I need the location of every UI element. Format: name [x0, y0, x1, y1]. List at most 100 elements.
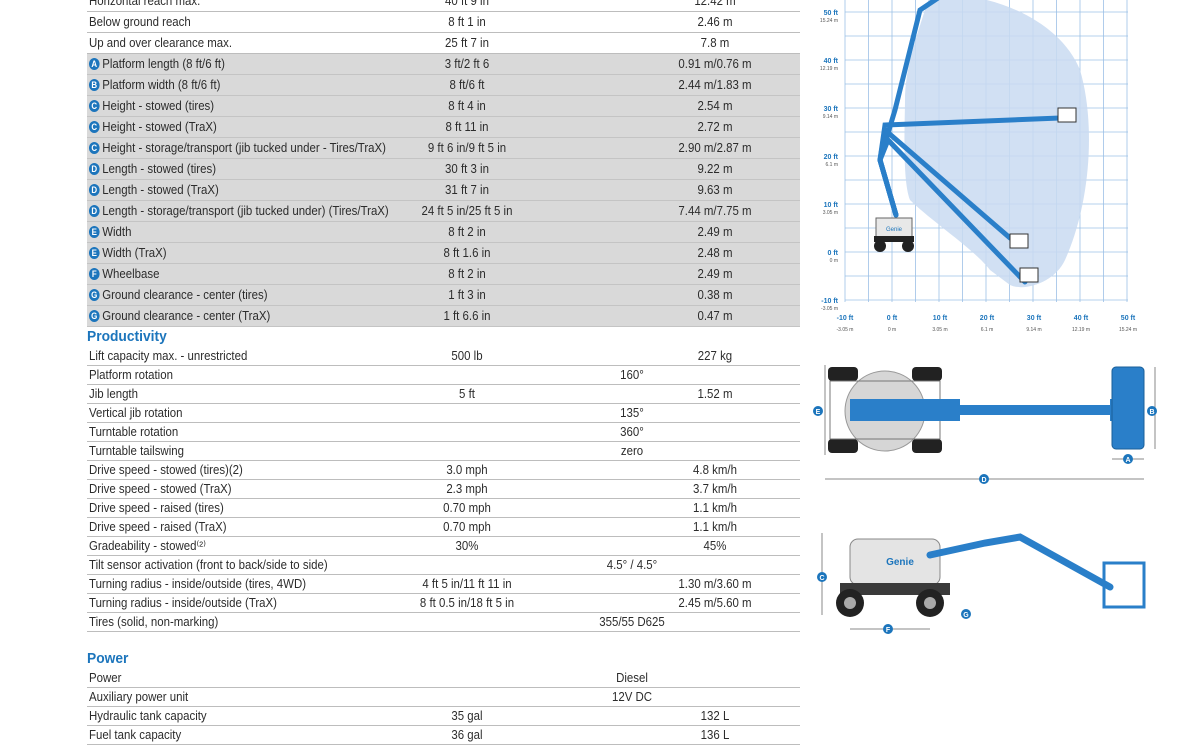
spec-label-text: Gradeability - stowed⁽²⁾ — [89, 538, 206, 553]
spec-label-text: Jib length — [89, 386, 138, 401]
spec-value-imperial: 35 gal — [451, 708, 483, 723]
x-tick-label-m: 15.24 m — [1119, 327, 1137, 333]
spec-label-text: Power — [89, 670, 122, 685]
genie-logo-side: Genie — [886, 557, 914, 568]
spec-row: Hydraulic tank capacity 35 gal 132 L — [87, 707, 800, 726]
spec-value-imperial: 4 ft 5 in/11 ft 11 in — [422, 576, 512, 591]
spec-value-metric: 2.45 m/5.60 m — [678, 595, 752, 610]
spec-value-metric: 2.54 m — [697, 98, 733, 113]
spec-value-metric: 9.22 m — [697, 161, 733, 176]
spec-value: 360° — [620, 424, 644, 439]
spec-value-imperial: 3.0 mph — [446, 462, 488, 477]
spec-label-text: Fuel tank capacity — [89, 727, 182, 742]
spec-label: Vertical jib rotation — [89, 404, 182, 422]
spec-value-metric: 1.30 m/3.60 m — [678, 576, 752, 591]
spec-value-imperial: 8 ft 2 in — [448, 224, 486, 239]
spec-value-imperial: 8 ft 0.5 in/18 ft 5 in — [419, 595, 515, 610]
x-tick-label-ft: 50 ft — [1121, 315, 1136, 322]
spec-value-imperial: 9 ft 6 in/9 ft 5 in — [427, 140, 507, 155]
spec-label: Tires (solid, non-marking) — [89, 613, 218, 631]
platform-icons — [1009, 107, 1077, 283]
spec-value-imperial: 0.70 mph — [443, 500, 491, 515]
y-tick-label-ft: 50 ft — [824, 10, 839, 17]
spec-value: 4.5° / 4.5° — [606, 557, 658, 572]
spec-label: Turning radius - inside/outside (TraX) — [89, 594, 277, 612]
spec-value-metric: 7.44 m/7.75 m — [678, 203, 752, 218]
side-view-diagram: C Genie G F — [817, 533, 1146, 634]
x-tick-label-ft: 40 ft — [1074, 315, 1089, 322]
productivity-heading: Productivity — [87, 328, 167, 345]
x-tick-label-ft: 10 ft — [933, 315, 948, 322]
x-tick-label-m: 3.05 m — [932, 327, 947, 333]
spec-label-text: Platform length (8 ft/6 ft) — [102, 56, 225, 71]
spec-value-metric: 4.8 km/h — [693, 462, 737, 477]
dimension-badge-icon: D — [89, 205, 100, 217]
y-tick-label-m: 6.1 m — [825, 162, 838, 168]
spec-label: Hydraulic tank capacity — [89, 707, 207, 725]
spec-value-metric: 7.8 m — [700, 35, 730, 50]
spec-value: 12V DC — [611, 689, 653, 704]
spec-label-text: Turning radius - inside/outside (TraX) — [89, 595, 277, 610]
spec-label-text: Tilt sensor activation (front to back/si… — [89, 557, 328, 572]
x-tick-label-m: 12.19 m — [1072, 327, 1090, 333]
spec-row: Turning radius - inside/outside (tires, … — [87, 575, 800, 594]
spec-label: Gradeability - stowed⁽²⁾ — [89, 537, 206, 555]
spec-value-imperial: 1 ft 3 in — [448, 287, 486, 302]
x-tick-label-m: 0 m — [888, 327, 896, 333]
dimension-badge-icon: F — [89, 268, 100, 280]
dimension-badge-icon: D — [89, 163, 100, 175]
y-tick-label-ft: 0 ft — [828, 250, 839, 257]
spec-label: Drive speed - raised (tires) — [89, 499, 224, 517]
spec-label-text: Wheelbase — [102, 266, 160, 281]
spec-label: Jib length — [89, 385, 138, 403]
spec-value-imperial: 8 ft 4 in — [448, 98, 486, 113]
spec-value-metric: 1.1 km/h — [693, 500, 737, 515]
spec-value-imperial: 30% — [455, 538, 479, 553]
x-tick-label-m: -3.05 m — [837, 327, 854, 333]
dimension-badge-icon: E — [89, 247, 100, 259]
dimension-badge-icon: D — [89, 184, 100, 196]
spec-value-metric: 132 L — [700, 708, 730, 723]
spec-row: Tilt sensor activation (front to back/si… — [87, 556, 800, 575]
dimension-badge-icon: C — [89, 100, 100, 112]
spec-value-metric: 2.49 m — [697, 266, 733, 281]
spec-value-imperial: 40 ft 9 in — [445, 0, 489, 8]
x-tick-label-m: 6.1 m — [981, 327, 994, 333]
spec-value-imperial: 1 ft 6.6 in — [443, 308, 491, 323]
spec-value-metric: 2.49 m — [697, 224, 733, 239]
dimension-badge-icon: G — [89, 289, 100, 301]
dimension-badge-icon: C — [89, 142, 100, 154]
spec-label-text: Vertical jib rotation — [89, 405, 183, 420]
spec-label: Drive speed - stowed (tires)(2) — [89, 461, 243, 479]
spec-label-text: Turntable tailswing — [89, 443, 184, 458]
spec-value-imperial: 24 ft 5 in/25 ft 5 in — [421, 203, 513, 218]
dimension-badge-icon: E — [89, 226, 100, 238]
spec-value-imperial: 8 ft 1.6 in — [443, 245, 491, 260]
spec-value-metric: 2.72 m — [697, 119, 733, 134]
spec-label: Turntable tailswing — [89, 442, 184, 460]
spec-label: Tilt sensor activation (front to back/si… — [89, 556, 328, 574]
y-tick-label-m: 0 m — [830, 258, 838, 264]
spec-value-metric: 227 kg — [697, 348, 733, 363]
